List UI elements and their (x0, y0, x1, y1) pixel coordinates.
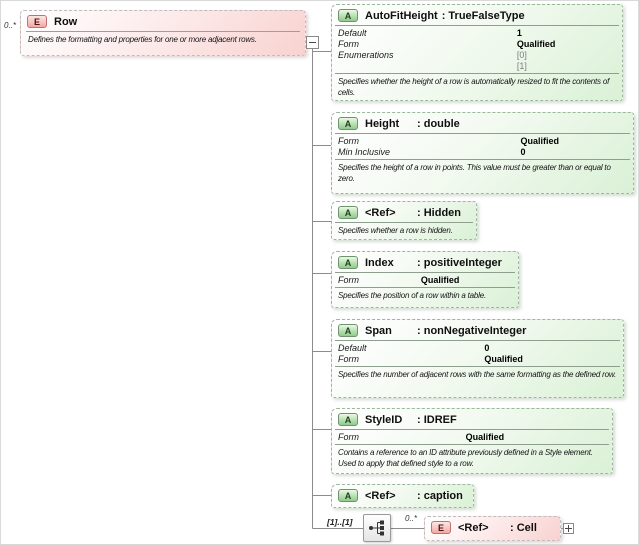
attribute-badge-icon: A (338, 489, 358, 502)
attribute-header: A Span : nonNegativeInteger (332, 320, 623, 340)
attribute-name: AutoFitHeight (365, 9, 438, 22)
facet-row: Form Qualified (338, 136, 560, 146)
divider (335, 159, 630, 160)
attribute-type: : TrueFalseType (441, 9, 525, 22)
facet-row: Form Qualified (338, 354, 523, 364)
root-cardinality: 0..* (4, 21, 17, 30)
attribute-badge-icon: A (338, 206, 358, 219)
attribute-box-index[interactable]: A Index : positiveInteger Form Qualified… (331, 251, 519, 308)
attribute-type: : positiveInteger (417, 256, 502, 269)
attribute-name: Span (365, 324, 392, 337)
facet-row: Min Inclusive 0 (338, 147, 526, 157)
divider (335, 25, 619, 26)
attribute-facets: Form Qualified (332, 273, 518, 287)
attribute-facets: Form Qualified Min Inclusive 0 (332, 134, 633, 159)
attribute-box-caption[interactable]: A <Ref> : caption (331, 484, 474, 508)
collapse-toggle-button[interactable] (306, 36, 319, 49)
attribute-facets: Default 0 Form Qualified (332, 341, 623, 366)
element-badge-icon: E (431, 521, 451, 534)
facet-row: Enumerations [0] (338, 50, 527, 60)
sequence-compositor[interactable] (363, 514, 391, 542)
element-name: Row (54, 15, 78, 28)
attribute-facets: Form Qualified (332, 430, 612, 444)
facet-row: Default 1 (338, 28, 522, 38)
element-box-cell[interactable]: E <Ref> : Cell (424, 516, 561, 541)
facet-row: [1] (516, 61, 527, 71)
attribute-header: A <Ref> : caption (332, 485, 473, 505)
facet-row: Default 0 (338, 343, 490, 353)
plus-icon (565, 525, 572, 532)
attribute-box-hidden[interactable]: A <Ref> : Hidden Specifies whether a row… (331, 201, 477, 240)
facet-row: Form Qualified (338, 432, 505, 442)
minus-icon (309, 42, 316, 43)
attribute-name: Height (365, 117, 400, 130)
element-type: : Cell (510, 521, 537, 534)
attribute-name: <Ref> (365, 206, 396, 219)
attribute-badge-icon: A (338, 324, 358, 337)
element-header: E <Ref> : Cell (425, 517, 560, 537)
divider (335, 366, 620, 367)
element-badge-icon: E (27, 15, 47, 28)
facet-row: Form Qualified (338, 275, 460, 285)
attribute-header: A AutoFitHeight : TrueFalseType (332, 5, 622, 25)
attribute-name: <Ref> (365, 489, 396, 502)
facet-row: Form Qualified (338, 39, 556, 49)
attribute-badge-icon: A (338, 9, 358, 22)
divider (26, 31, 300, 32)
divider (335, 73, 619, 74)
attribute-badge-icon: A (338, 413, 358, 426)
divider (335, 272, 515, 273)
child-cardinality: 0..* (405, 514, 418, 523)
attribute-facets: Default 1 Form Qualified Enumerations [0… (332, 26, 622, 73)
divider (335, 429, 609, 430)
sequence-icon (369, 520, 384, 536)
attribute-name: StyleID (365, 413, 403, 426)
attribute-header: A StyleID : IDREF (332, 409, 612, 429)
divider (335, 340, 620, 341)
attribute-box-autofitheight[interactable]: A AutoFitHeight : TrueFalseType Default … (331, 4, 623, 101)
divider (335, 287, 515, 288)
attribute-type: : caption (417, 489, 463, 502)
attribute-description: Specifies the height of a row in points.… (338, 163, 611, 183)
divider (335, 444, 609, 445)
attribute-box-span[interactable]: A Span : nonNegativeInteger Default 0 Fo… (331, 319, 624, 398)
attribute-description: Specifies whether a row is hidden. (338, 226, 453, 235)
sequence-occurrence: [1]..[1] (327, 517, 353, 527)
divider (335, 133, 630, 134)
attribute-header: A Height : double (332, 113, 633, 133)
attribute-type: : double (417, 117, 460, 130)
attribute-description: Specifies the number of adjacent rows wi… (338, 370, 616, 379)
attribute-box-height[interactable]: A Height : double Form Qualified Min Inc… (331, 112, 634, 194)
attribute-box-styleid[interactable]: A StyleID : IDREF Form Qualified Contain… (331, 408, 613, 474)
attribute-description: Specifies the position of a row within a… (338, 291, 487, 300)
attribute-name: Index (365, 256, 394, 269)
attribute-type: : IDREF (417, 413, 457, 426)
element-header: E Row (21, 11, 305, 31)
element-description: Defines the formatting and properties fo… (28, 35, 257, 44)
attribute-badge-icon: A (338, 117, 358, 130)
attribute-header: A <Ref> : Hidden (332, 202, 476, 222)
attribute-badge-icon: A (338, 256, 358, 269)
attribute-header: A Index : positiveInteger (332, 252, 518, 272)
attribute-type: : nonNegativeInteger (417, 324, 527, 337)
attribute-description: Specifies whether the height of a row is… (338, 77, 610, 97)
element-ref-name: <Ref> (458, 521, 489, 534)
element-box-row[interactable]: E Row Defines the formatting and propert… (20, 10, 306, 56)
attribute-type: : Hidden (417, 206, 461, 219)
expand-toggle-button[interactable] (563, 523, 574, 534)
divider (335, 222, 473, 223)
attribute-description: Contains a reference to an ID attribute … (338, 448, 593, 468)
